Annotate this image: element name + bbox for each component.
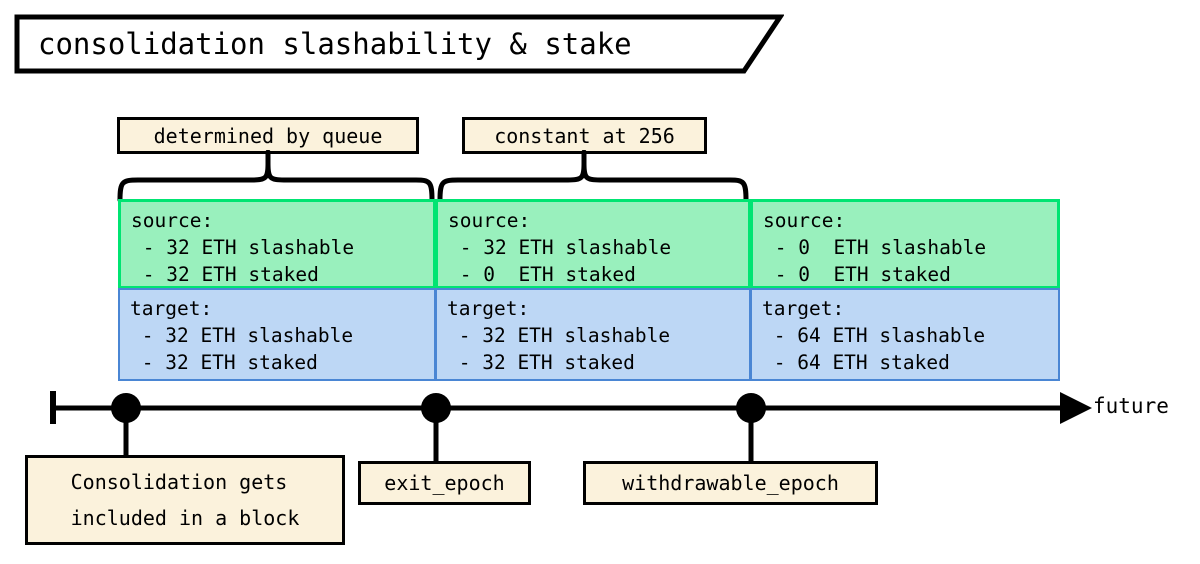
target-slashable: - 32 ETH slashable	[447, 324, 671, 347]
event-label-consolidation-line-1: Consolidation gets	[70, 470, 288, 494]
source-heading: source:	[448, 209, 531, 232]
source-staked: - 32 ETH staked	[131, 263, 319, 286]
brace-group	[0, 149, 1200, 203]
source-heading: source:	[763, 209, 846, 232]
event-label-consolidation-line-2: included in a block	[70, 506, 300, 530]
annotation-constant-at-256: constant at 256	[462, 117, 707, 154]
brace-right	[437, 163, 749, 203]
source-cell-col-1: source: - 32 ETH slashable - 32 ETH stak…	[118, 199, 436, 289]
braces-svg	[117, 149, 749, 203]
source-slashable: - 32 ETH slashable	[448, 236, 672, 259]
timeline-future-label: future	[1093, 394, 1169, 418]
event-label-consolidation: Consolidation gets included in a block	[25, 455, 345, 545]
annotation-determined-by-queue: determined by queue	[117, 117, 419, 154]
event-label-exit-epoch-text: exit_epoch	[384, 471, 505, 495]
source-heading: source:	[131, 209, 214, 232]
target-slashable: - 32 ETH slashable	[130, 324, 354, 347]
target-staked: - 32 ETH staked	[130, 351, 318, 374]
source-cell-col-3: source: - 0 ETH slashable - 0 ETH staked	[750, 199, 1060, 289]
slashability-stake-grid: source: - 32 ETH slashable - 32 ETH stak…	[118, 199, 1060, 381]
target-cell-col-2: target: - 32 ETH slashable - 32 ETH stak…	[435, 288, 751, 381]
target-staked: - 32 ETH staked	[447, 351, 635, 374]
source-staked: - 0 ETH staked	[448, 263, 636, 286]
target-staked: - 64 ETH staked	[762, 351, 950, 374]
event-label-consolidation-text: Consolidation gets included in a block	[71, 464, 300, 536]
target-heading: target:	[447, 297, 530, 320]
brace-left	[117, 163, 435, 203]
timeline-marker-exit-epoch	[421, 393, 451, 423]
event-label-withdrawable-epoch: withdrawable_epoch	[583, 461, 878, 505]
timeline-arrow-head	[1060, 392, 1092, 424]
source-staked: - 0 ETH staked	[763, 263, 951, 286]
event-label-withdrawable-epoch-text: withdrawable_epoch	[622, 471, 839, 495]
timeline-svg	[50, 391, 1092, 463]
target-slashable: - 64 ETH slashable	[762, 324, 986, 347]
annotation-queue-label: determined by queue	[153, 123, 383, 148]
event-label-exit-epoch: exit_epoch	[358, 461, 531, 505]
annotation-constant-label: constant at 256	[494, 123, 675, 148]
timeline-marker-consolidation	[111, 393, 141, 423]
target-heading: target:	[130, 297, 213, 320]
title-banner-shape	[14, 14, 784, 74]
source-cell-col-2: source: - 32 ETH slashable - 0 ETH stake…	[435, 199, 751, 289]
timeline-marker-withdrawable-epoch	[736, 393, 766, 423]
target-cell-col-3: target: - 64 ETH slashable - 64 ETH stak…	[750, 288, 1060, 381]
source-slashable: - 0 ETH slashable	[763, 236, 987, 259]
source-slashable: - 32 ETH slashable	[131, 236, 355, 259]
target-heading: target:	[762, 297, 845, 320]
title-banner: consolidation slashability & stake	[14, 14, 784, 74]
target-cell-col-1: target: - 32 ETH slashable - 32 ETH stak…	[118, 288, 436, 381]
page-title: consolidation slashability & stake	[38, 27, 632, 61]
timeline	[0, 385, 1200, 470]
